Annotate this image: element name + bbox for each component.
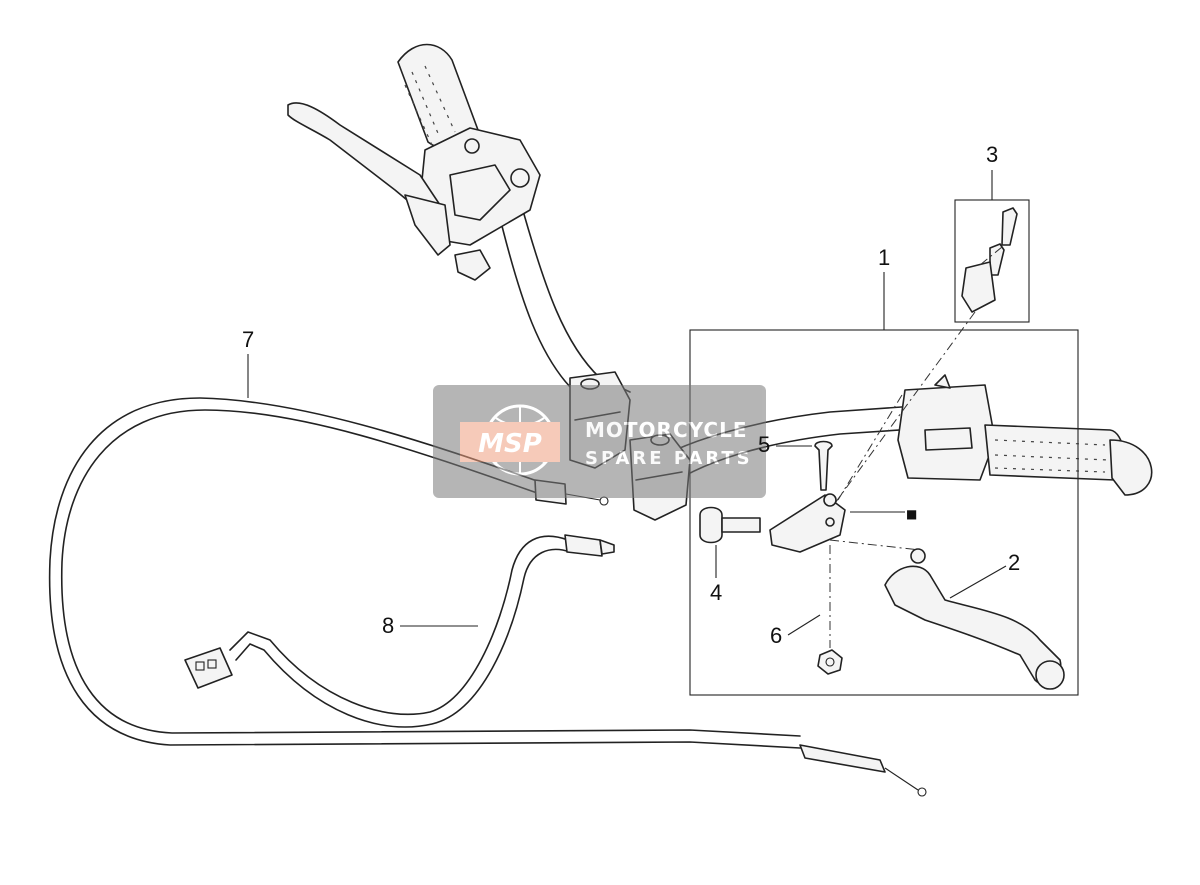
switch-cable [184,534,615,728]
callout-label-7: 7 [242,327,254,352]
nut-part-6 [817,649,843,675]
watermark-box [433,385,766,498]
new-part-marker: ■ [906,507,917,521]
brake-lever-part-2 [884,548,1065,690]
watermark-line-2: SPARE PARTS [585,448,753,469]
left-brake-lever [287,102,451,256]
mirror-bolt-set [829,199,1030,511]
bushing-part-4 [699,506,761,544]
callout-label-5: 5 [758,432,770,457]
right-grip [897,374,1153,496]
callout-4: 4 [710,545,722,605]
watermark-line-1: MOTORCYCLE [585,418,747,442]
screw-part-5 [814,440,833,491]
callout-label-1: 1 [878,245,890,270]
callout-7: 7 [242,327,254,398]
callout-6: 6 [770,614,821,648]
callout-2: 2 [949,550,1020,599]
logo-badge [460,422,560,462]
callout-1: 1 [878,245,890,330]
callout-label-4: 4 [710,580,722,605]
callout-label-8: 8 [382,613,394,638]
callout-3: 3 [986,142,998,200]
callout-5: 5 [758,432,812,457]
callout-label-2: 2 [1008,550,1020,575]
watermark: MSP MOTORCYCLE SPARE PARTS [433,385,766,498]
logo-text: MSP [478,429,542,459]
left-grip [397,43,541,281]
callout-label-6: 6 [770,623,782,648]
lever-bracket [769,389,921,648]
callout-8: 8 [382,613,478,638]
callout-label-3: 3 [986,142,998,167]
